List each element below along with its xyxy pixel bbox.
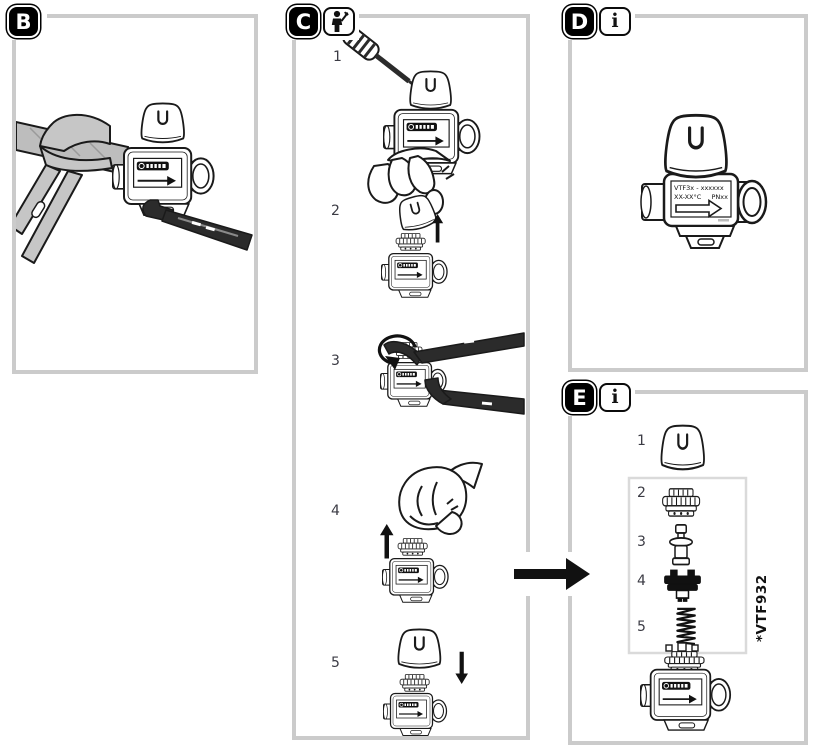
transfer-arrow	[508, 552, 596, 596]
panel-e-illustration: 1 2 3 4 5 *VTF932	[627, 424, 770, 731]
valve-temp-text: XX-XX°C	[674, 193, 702, 201]
part-3-number: 3	[637, 534, 646, 550]
panel-b-illustration	[16, 102, 253, 264]
info-icon: i	[599, 383, 631, 412]
valve-pn-text: PNxx	[712, 193, 729, 201]
hand-gripping	[398, 461, 483, 535]
step-5: 5	[331, 628, 468, 736]
cap	[397, 628, 442, 669]
valve-with-cap	[111, 102, 215, 217]
part-1-number: 1	[637, 433, 646, 449]
panel-b-badges: B	[4, 2, 47, 40]
panel-d: VTF3x - xxxxxx XX-XX°C PNxx	[568, 14, 808, 372]
hand	[367, 147, 455, 215]
panel-c: 1	[292, 14, 530, 740]
valve-cap	[663, 113, 729, 179]
panel-d-illustration: VTF3x - xxxxxx XX-XX°C PNxx	[640, 113, 768, 249]
assembled-valve	[639, 642, 732, 731]
valve-model-text: VTF3x - xxxxxx	[674, 184, 724, 192]
info-icon: i	[599, 7, 631, 36]
panel-e-badges: E i	[560, 378, 635, 416]
panel-b	[12, 14, 258, 374]
right-arrow-icon	[514, 558, 590, 590]
valve-open	[382, 674, 448, 736]
part-2-number: 2	[637, 485, 646, 501]
part-4-number: 4	[637, 573, 646, 589]
valve-open	[381, 538, 449, 603]
spare-kit-code: *VTF932	[754, 574, 770, 642]
panel-d-badge: D	[565, 7, 594, 36]
flow-arrow-icon	[675, 199, 723, 218]
pliers	[16, 113, 113, 264]
step-2: 2	[331, 147, 455, 298]
info-glyph: i	[611, 10, 619, 32]
panel-e-badge: E	[565, 383, 594, 412]
wrench	[142, 199, 253, 251]
installer-icon	[323, 7, 355, 36]
panel-d-badges: D i	[560, 2, 635, 40]
part-cap	[660, 424, 706, 471]
info-glyph: i	[611, 386, 619, 408]
part-5-number: 5	[637, 619, 646, 635]
step-1-number: 1	[333, 49, 342, 65]
panel-c-illustration: 1	[331, 26, 525, 736]
valve-open	[380, 233, 448, 298]
step-4-number: 4	[331, 503, 340, 519]
panel-c-badge: C	[289, 7, 318, 36]
step-5-number: 5	[331, 655, 340, 671]
arrow-up-icon	[380, 524, 394, 559]
valve-front-view: VTF3x - xxxxxx XX-XX°C PNxx	[640, 172, 768, 249]
step-2-number: 2	[331, 203, 340, 219]
step-3: 3	[331, 332, 525, 415]
panel-c-badges: C	[284, 2, 359, 40]
step-4: 4	[331, 461, 483, 603]
rotate-arrow-icon	[377, 334, 417, 370]
panel-e: 1 2 3 4 5 *VTF932	[568, 390, 808, 745]
adjustable-wrench	[383, 332, 525, 415]
step-3-number: 3	[331, 353, 340, 369]
panel-b-badge: B	[9, 7, 38, 36]
arrow-down-icon	[455, 651, 468, 684]
